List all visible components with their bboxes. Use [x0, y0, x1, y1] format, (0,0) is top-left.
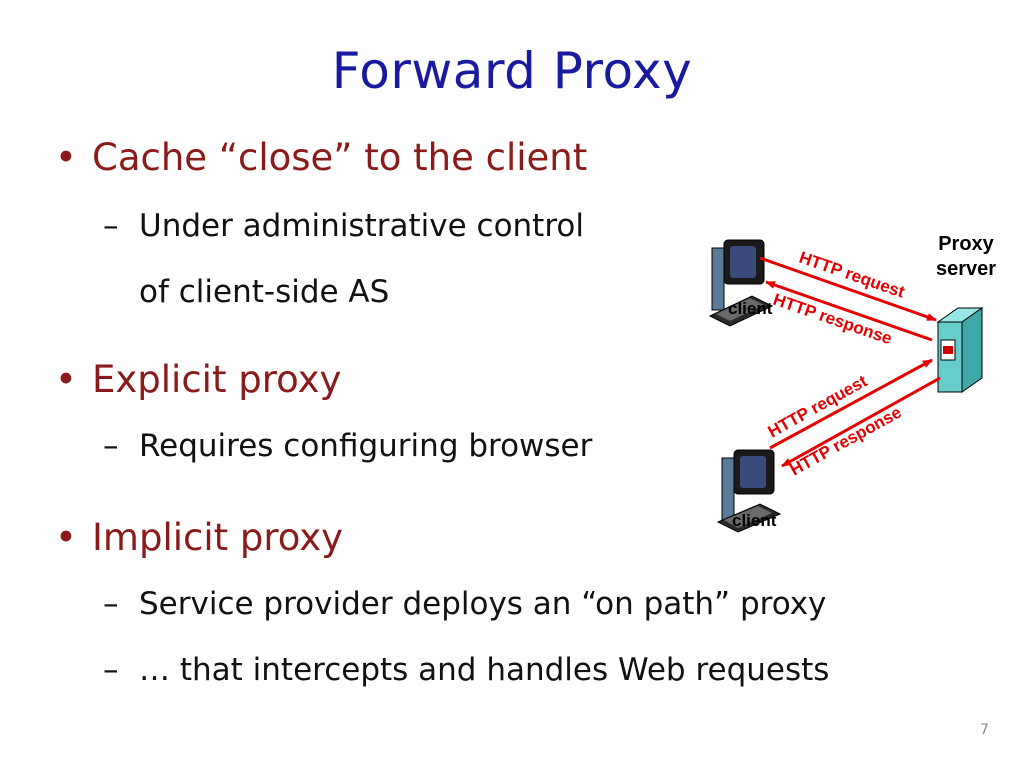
slide-title: Forward Proxy: [331, 42, 693, 100]
client-computer-icon: [708, 239, 774, 327]
sub-bullet-continuation: of client-side AS: [139, 274, 389, 310]
bullet-item: • Explicit proxy: [55, 358, 341, 401]
client-computer-icon: [716, 449, 782, 533]
proxy-diagram: Proxy server client client: [708, 233, 996, 533]
sub-bullet-dash: –: [103, 428, 119, 464]
page-number: 7: [980, 722, 989, 738]
proxy-server-label-line1: Proxy: [938, 233, 994, 255]
http-response-arrow: [765, 280, 933, 342]
bullet-text: Implicit proxy: [92, 516, 344, 559]
http-request-arrow: [769, 358, 933, 450]
http-request-label: HTTP request: [797, 248, 908, 302]
sub-bullet-text: Requires configuring browser: [139, 428, 593, 464]
sub-bullet-text: Under administrative control: [139, 208, 584, 244]
bullet-text: Cache “close” to the client: [92, 136, 588, 179]
bullet-dot: •: [55, 136, 77, 179]
sub-bullet-dash: –: [103, 586, 119, 622]
sub-bullet-item: –… that intercepts and handles Web reque…: [103, 652, 829, 688]
bullet-item: • Cache “close” to the client: [55, 136, 587, 179]
http-response-arrow: [781, 376, 941, 468]
sub-bullet-text: of client-side AS: [139, 274, 390, 310]
sub-bullet-text: Service provider deploys an “on path” pr…: [139, 586, 827, 622]
sub-bullet-item: –Requires configuring browser: [103, 428, 592, 464]
bullet-item: • Implicit proxy: [55, 516, 343, 559]
sub-bullet-item: –Under administrative control: [103, 208, 584, 244]
proxy-server-label-line2: server: [936, 258, 996, 280]
bullet-dot: •: [55, 358, 77, 401]
sub-bullet-dash: –: [103, 208, 119, 244]
client-label: client: [728, 299, 773, 318]
sub-bullet-item: –Service provider deploys an “on path” p…: [103, 586, 826, 622]
bullet-dot: •: [55, 516, 77, 559]
sub-bullet-dash: –: [103, 652, 119, 688]
http-request-arrow: [759, 256, 937, 322]
sub-bullet-text: … that intercepts and handles Web reques…: [139, 652, 830, 688]
client-label: client: [732, 511, 777, 530]
proxy-server-icon: [936, 307, 984, 393]
bullet-text: Explicit proxy: [92, 358, 342, 401]
